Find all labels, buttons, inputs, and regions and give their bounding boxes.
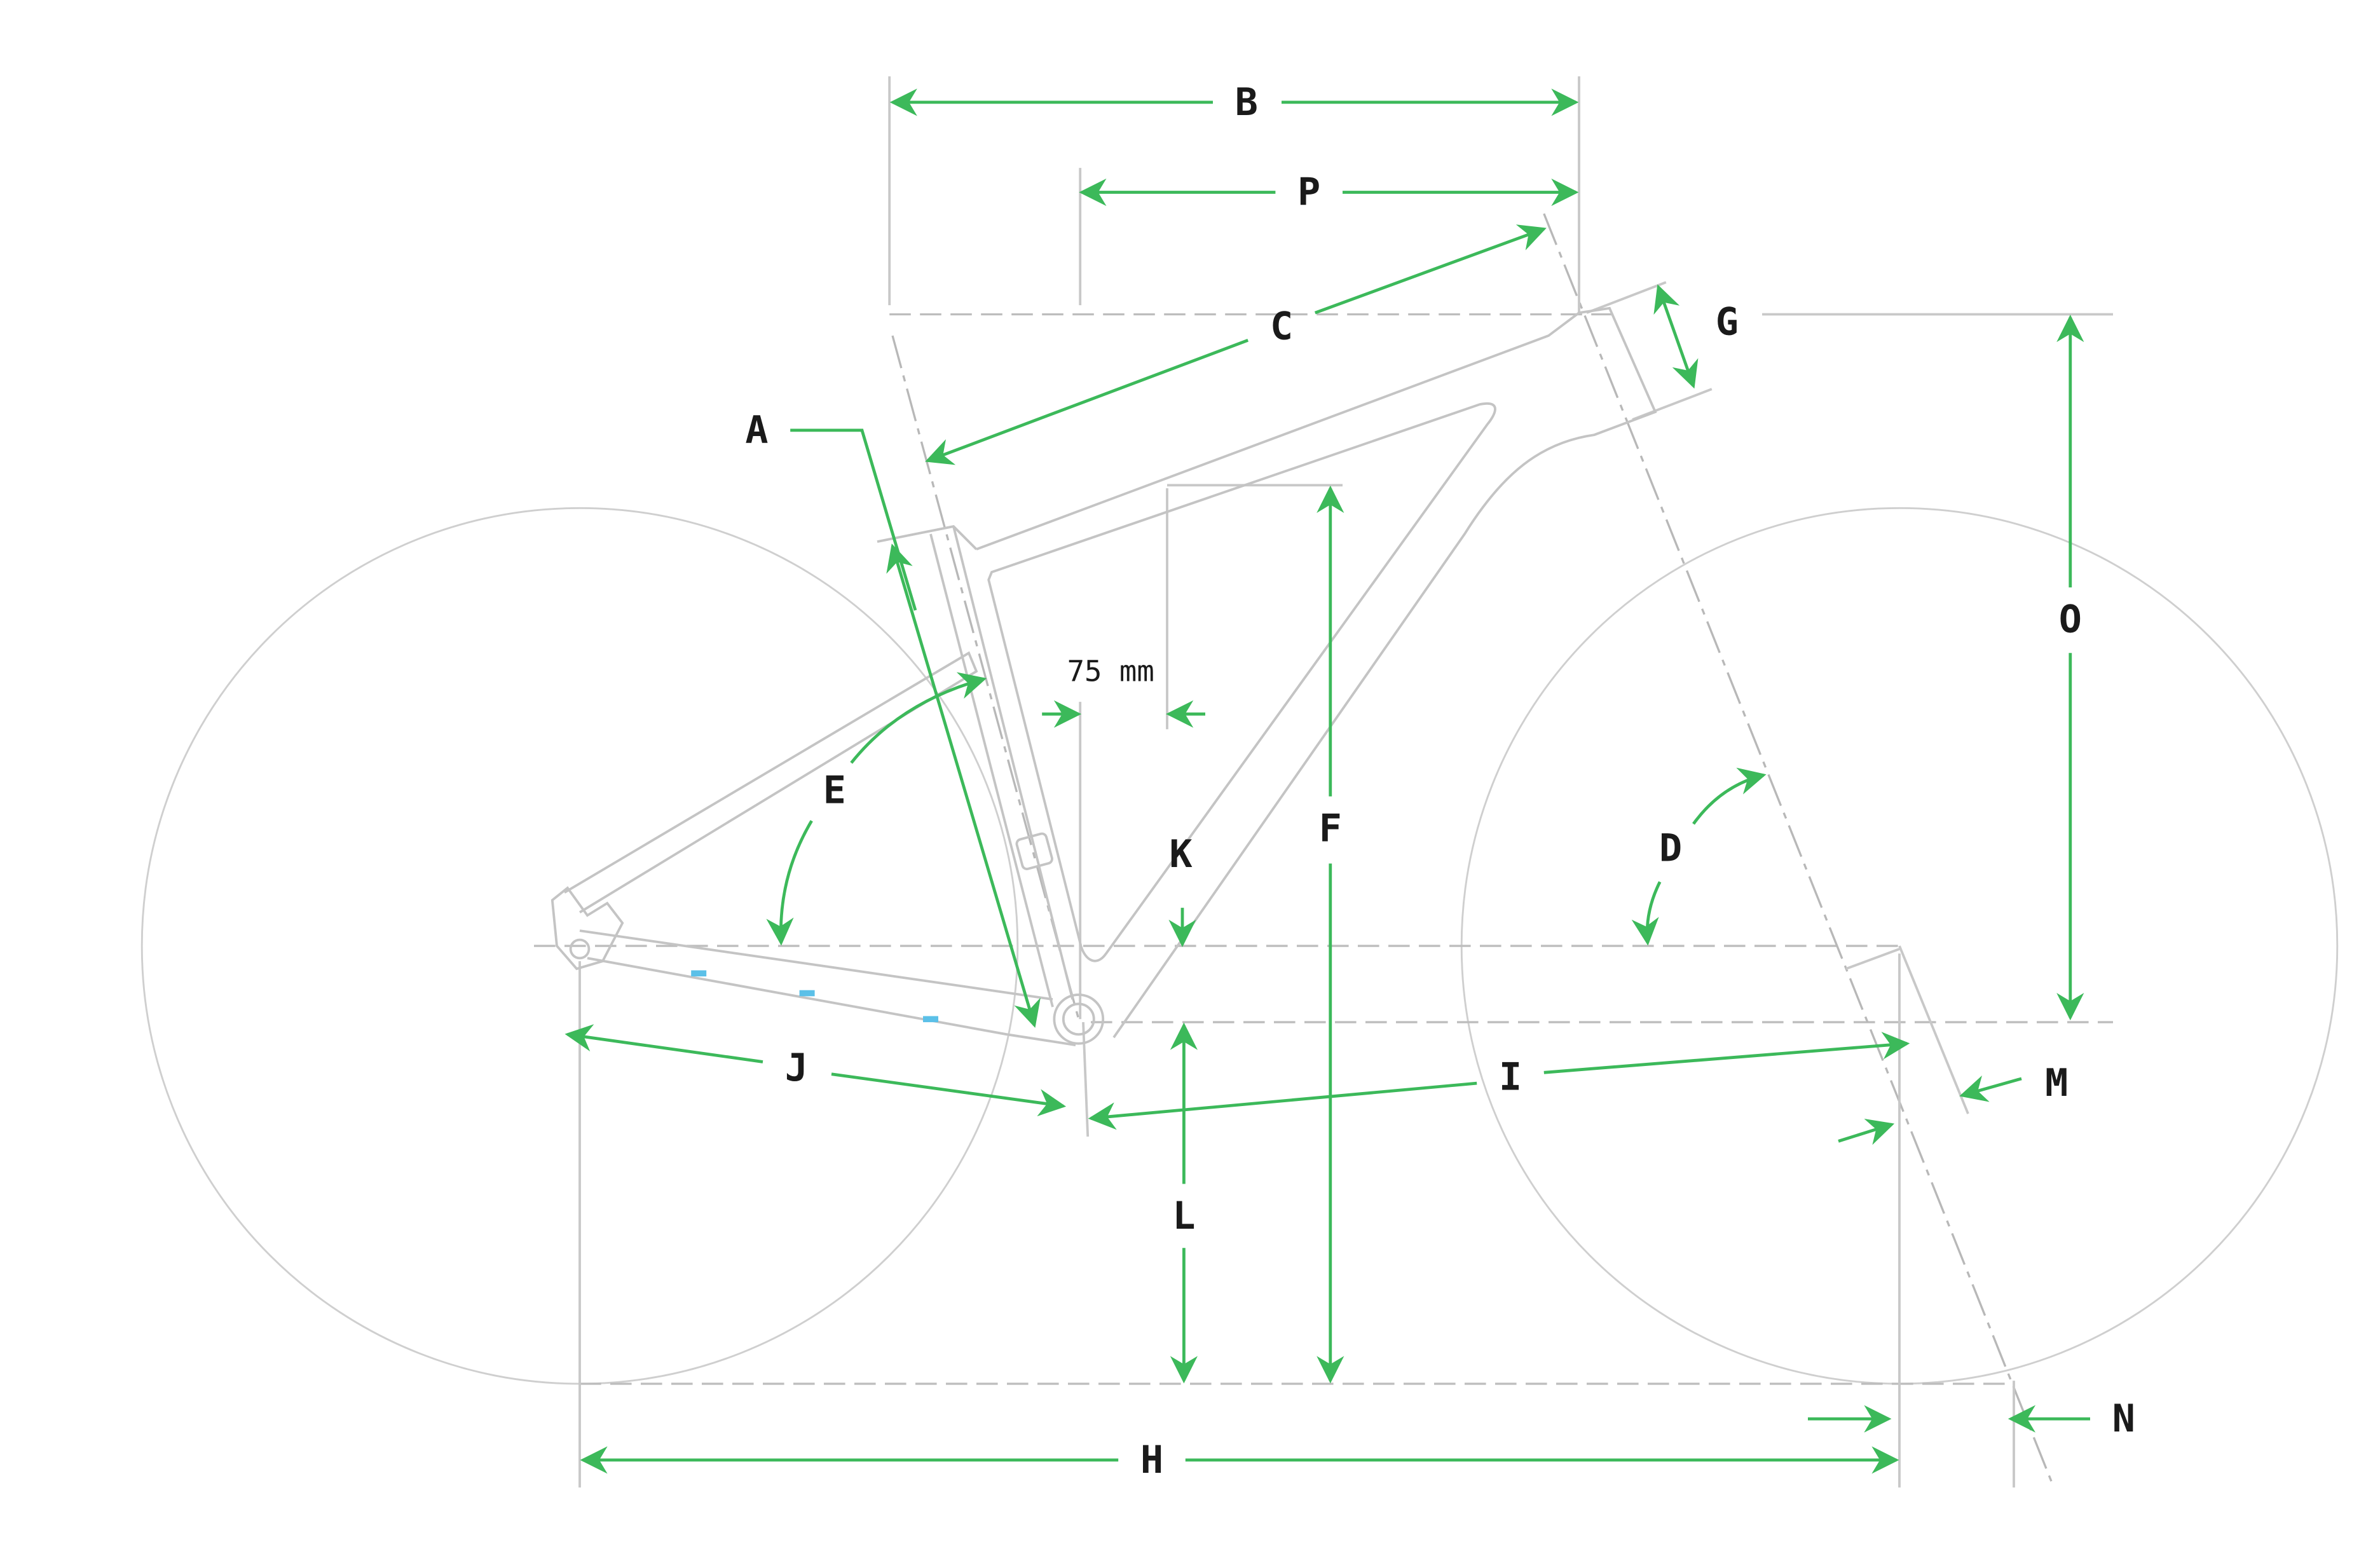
label-h: H [1140,1438,1163,1482]
ext-offset-perp [1845,948,1900,970]
dim-c-arrow [1314,224,1547,315]
label-c: C [1270,304,1293,349]
steering-axis [1543,213,2053,1484]
offset-note-75mm: 75 mm [1067,655,1154,688]
label-k: K [1170,832,1193,877]
dim-a-leader [790,428,917,611]
ext-offset [1898,945,1969,1114]
bottle-mount [799,990,815,997]
dim-e-arc [850,672,987,764]
ext-bb [1082,1022,1090,1137]
dim-j-arrow [831,1072,1067,1117]
dim-g-arrow [1653,284,1699,389]
dim-d-arc [1692,767,1767,825]
label-e: E [823,768,846,812]
label-a: A [745,408,768,453]
bottle-mount [691,970,707,977]
label-g: G [1716,300,1739,345]
label-o: O [2059,598,2082,642]
dim-c-arrow [925,339,1249,465]
dim-i-arrow [1543,1032,1910,1074]
dim-m-arrow [1959,1075,2022,1102]
dim-m-arrow [1838,1118,1895,1145]
label-p: P [1297,170,1320,215]
dim-e-arc [766,820,813,946]
dim-j-arrow [564,1024,763,1063]
label-m: M [2045,1061,2068,1105]
dim-i-arrow [1088,1081,1477,1130]
label-f: F [1319,806,1342,851]
label-n: N [2112,1397,2135,1441]
dim-a-arrow [886,543,1041,1028]
label-j: J [785,1046,808,1090]
bottle-mount [923,1016,938,1023]
ext-g-top [1586,281,1667,314]
label-d: D [1659,826,1682,871]
dim-d-arc [1631,881,1662,946]
label-b: B [1235,80,1258,125]
label-i: I [1499,1055,1522,1100]
label-l: L [1172,1194,1195,1238]
